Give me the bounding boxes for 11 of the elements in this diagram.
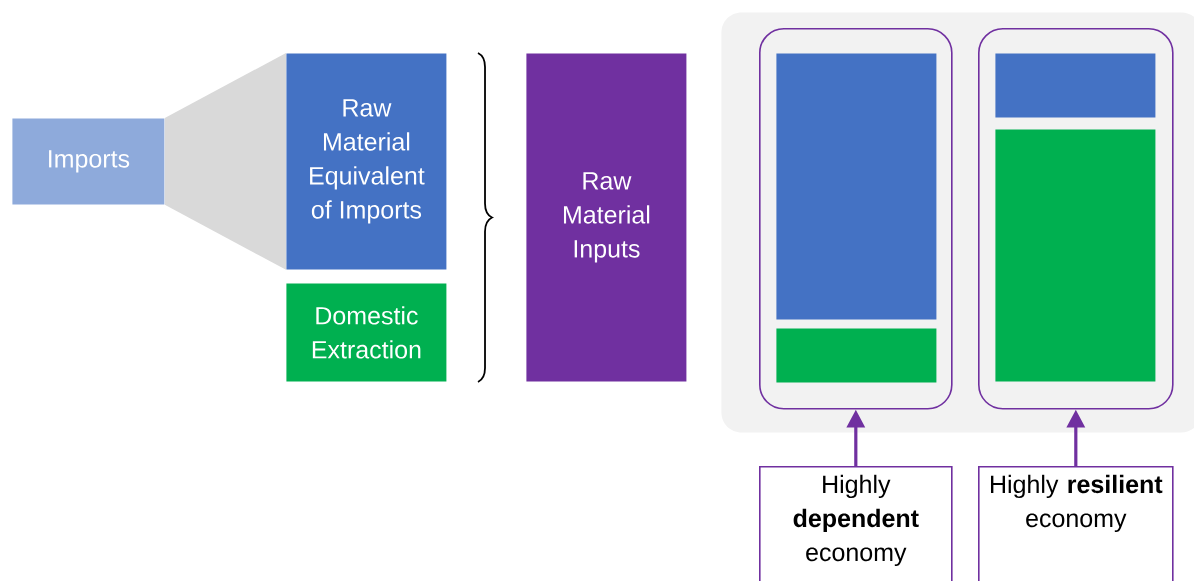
bar xyxy=(995,53,1156,118)
bar xyxy=(776,53,937,320)
label-box: Highly dependent economy xyxy=(759,466,953,581)
process-box: Raw Material Inputs xyxy=(526,53,687,382)
bar xyxy=(776,328,937,383)
process-box: Imports xyxy=(12,118,165,205)
bar xyxy=(995,129,1156,382)
funnel-connector xyxy=(164,53,286,270)
label-box: Highly resilient economy xyxy=(978,466,1174,581)
process-box: Raw Material Equivalent of Imports xyxy=(286,53,447,270)
process-box: Domestic Extraction xyxy=(286,283,447,382)
